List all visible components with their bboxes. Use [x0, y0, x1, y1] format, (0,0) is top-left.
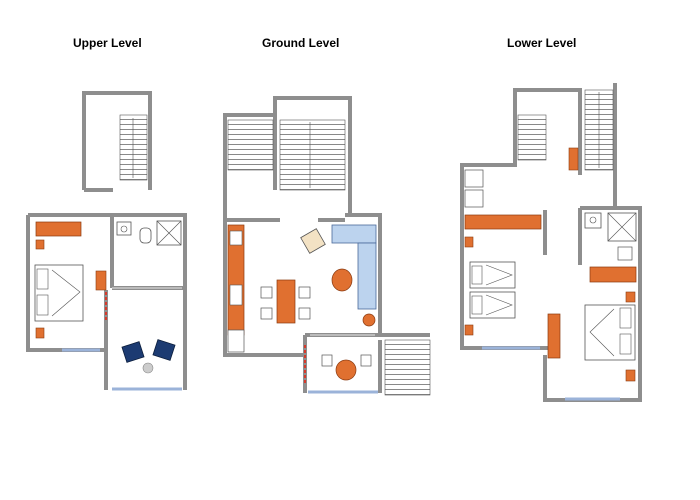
ground-chair: [260, 307, 273, 320]
ground-stove: [229, 284, 243, 306]
ground-sofa: [331, 224, 377, 310]
ground-terrace-table: [335, 359, 357, 381]
lower-staircase: [517, 114, 547, 161]
ground-level-plan: [223, 96, 431, 396]
ground-staircase: [279, 119, 346, 191]
ground-coffee-table: [331, 268, 353, 292]
upper-desk: [95, 270, 107, 291]
ground-dining-table: [276, 279, 296, 324]
lower-level-title: Lower Level: [507, 36, 577, 50]
ground-chair: [298, 307, 311, 320]
lower-nightstand: [464, 324, 474, 336]
ground-staircase: [227, 119, 274, 171]
ground-side-table: [362, 313, 376, 327]
upper-staircase: [119, 114, 148, 181]
lower-toilet: [617, 246, 633, 261]
upper-sink: [116, 221, 132, 236]
ground-level-title: Ground Level: [262, 36, 340, 50]
lower-sink: [584, 212, 602, 229]
upper-terrace-chairs: [121, 339, 176, 374]
lower-walls: [460, 83, 642, 402]
lower-wardrobe: [464, 214, 542, 230]
ground-chair: [260, 286, 273, 299]
upper-nightstand: [35, 327, 45, 339]
lower-cabinet: [568, 147, 579, 171]
ground-fridge: [227, 329, 245, 353]
upper-double-bed: [34, 264, 84, 322]
lower-washer: [464, 169, 484, 188]
ground-chair: [298, 286, 311, 299]
lower-dresser: [589, 266, 637, 283]
lower-desk: [547, 313, 561, 359]
ground-kitchen-sink: [229, 230, 243, 246]
upper-wardrobe: [35, 221, 82, 237]
lower-level-plan: [460, 83, 642, 402]
lower-twin-beds: [469, 261, 516, 319]
lower-dryer: [464, 189, 484, 208]
ground-terrace-chair: [360, 354, 372, 367]
upper-level-plan: [26, 91, 187, 391]
upper-level-title: Upper Level: [73, 36, 142, 50]
lower-nightstand: [625, 291, 636, 303]
ground-terrace-chair: [321, 354, 333, 367]
ground-exterior-stairs: [384, 339, 431, 396]
lower-double-bed: [584, 304, 636, 361]
lower-nightstand: [625, 369, 636, 382]
ground-armchair: [300, 228, 326, 254]
lower-nightstand: [464, 236, 474, 248]
upper-nightstand: [35, 239, 45, 250]
upper-toilet: [139, 227, 152, 244]
